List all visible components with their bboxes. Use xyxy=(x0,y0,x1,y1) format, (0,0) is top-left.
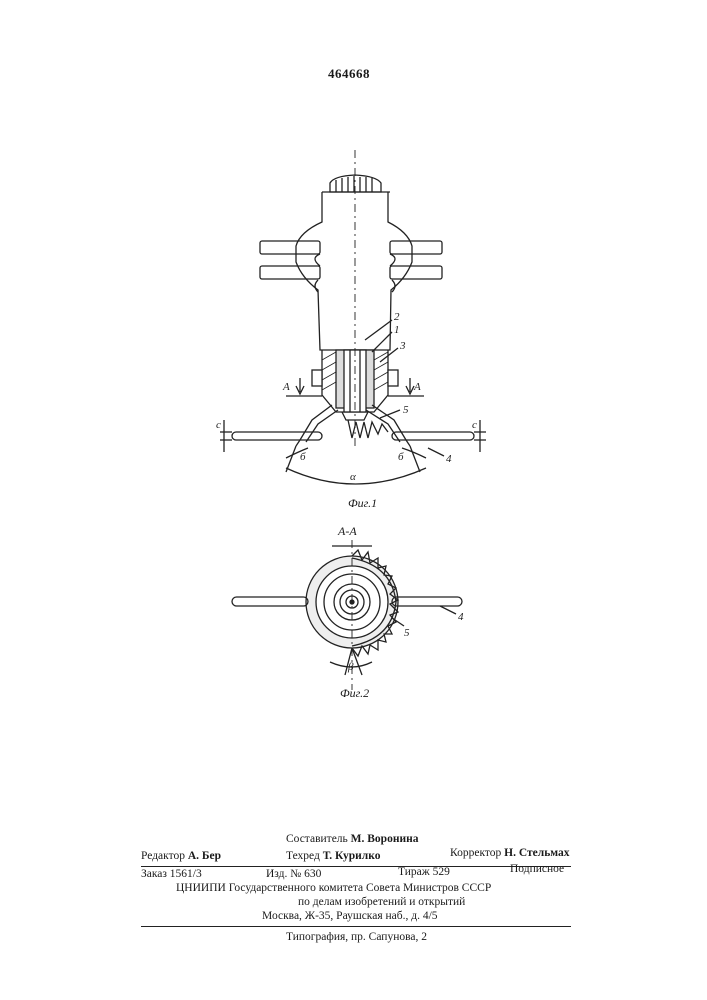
editor-line: Редактор А. Бер xyxy=(141,850,221,862)
figure-2-caption: Фиг.2 xyxy=(340,686,369,701)
org-line-2: по делам изобретений и открытий xyxy=(298,896,465,908)
edition-number: Изд. № 630 xyxy=(266,868,321,880)
address: Москва, Ж-35, Раушская наб., д. 4/5 xyxy=(262,910,438,922)
section-title-AA: А-А xyxy=(338,524,357,539)
techred-line: Техред Т. Курилко xyxy=(286,850,381,862)
divider-2 xyxy=(141,926,571,927)
corrector-label: Корректор xyxy=(450,847,501,859)
printing-house: Типография, пр. Сапунова, 2 xyxy=(286,931,427,943)
editor-label: Редактор xyxy=(141,850,185,862)
subscription: Подписное xyxy=(510,863,564,875)
compiler-label: Составитель xyxy=(286,833,348,845)
techred-name: Т. Курилко xyxy=(323,850,381,862)
divider xyxy=(141,866,571,867)
fig2-label-5: 5 xyxy=(404,627,410,639)
compiler-line: Составитель М. Воронина xyxy=(286,833,418,845)
org-line-1: ЦНИИПИ Государственного комитета Совета … xyxy=(176,882,491,894)
fig2-label-4: 4 xyxy=(458,611,464,623)
compiler-name: М. Воронина xyxy=(351,833,419,845)
editor-name: А. Бер xyxy=(188,850,221,862)
fig2-blade-right xyxy=(392,597,462,606)
corrector-line: Корректор Н. Стельмах xyxy=(450,847,570,859)
print-run: Тираж 529 xyxy=(398,866,450,878)
fig2-label-beta: β xyxy=(347,661,354,673)
order-number: Заказ 1561/3 xyxy=(141,868,202,880)
techred-label: Техред xyxy=(286,850,320,862)
fig2-blade-left xyxy=(232,597,308,606)
corrector-name: Н. Стельмах xyxy=(504,847,569,859)
